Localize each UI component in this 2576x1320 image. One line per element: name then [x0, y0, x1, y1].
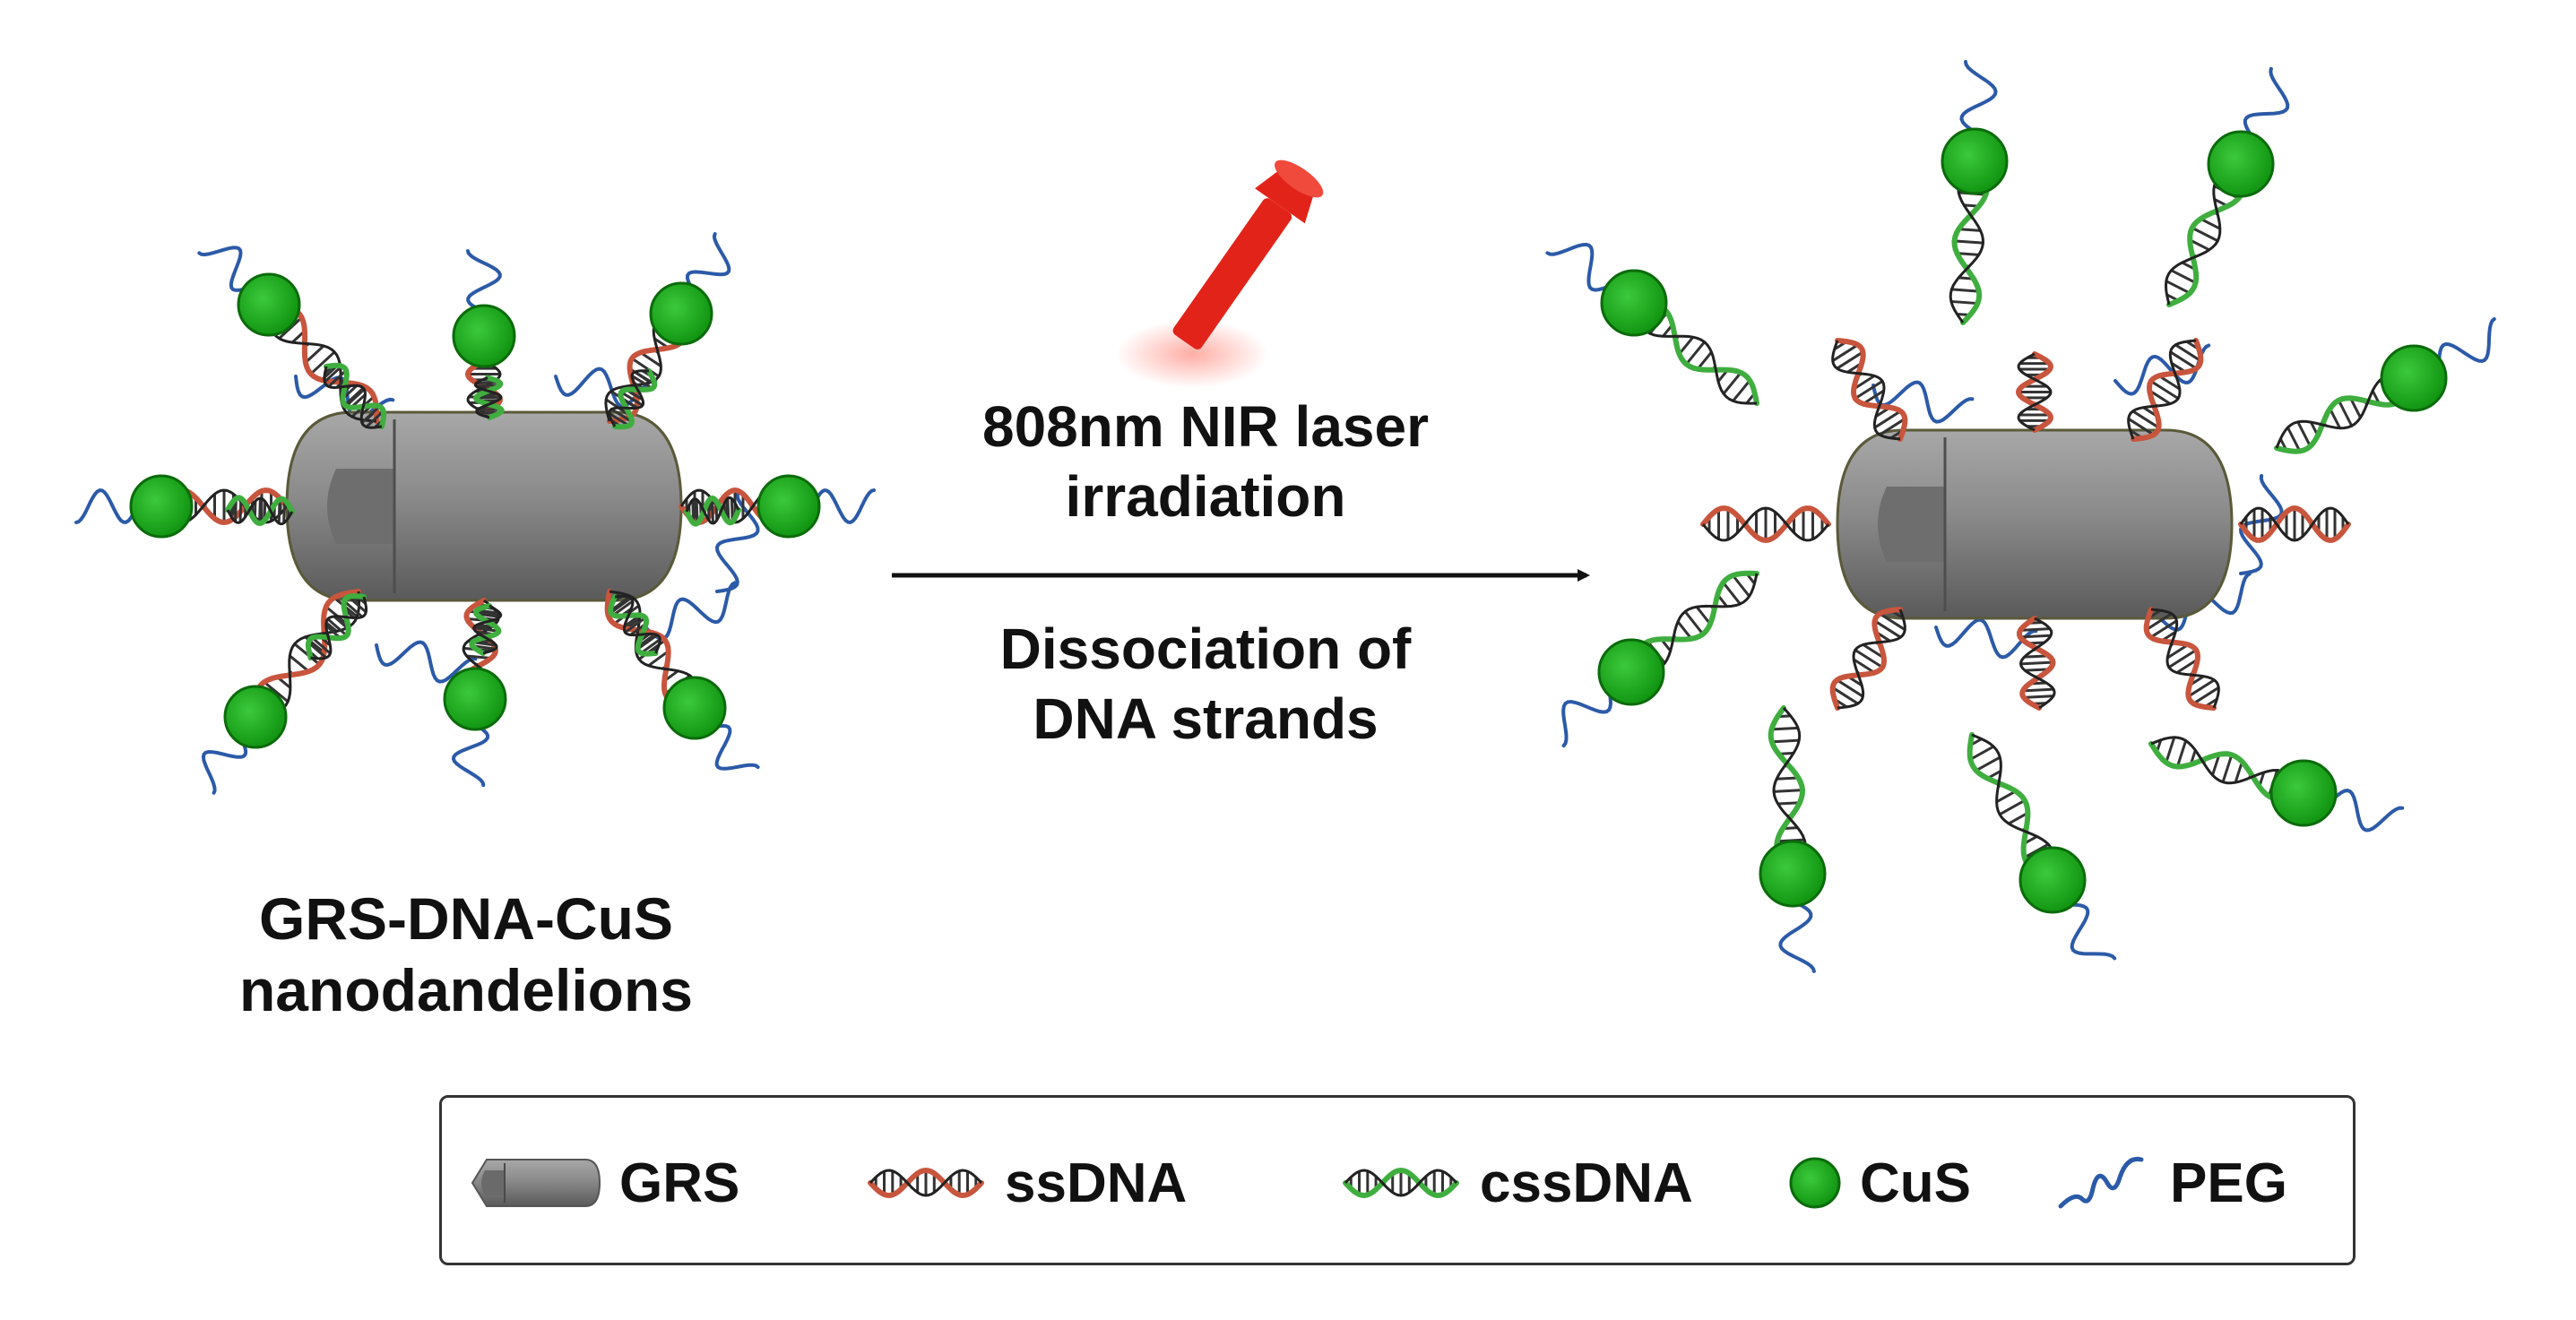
- laser-text: 808nm NIR laser irradiation: [928, 392, 1483, 531]
- ssdna-strand-right-4: [2238, 505, 2351, 543]
- laser-text-line2: irradiation: [1065, 464, 1346, 529]
- particle-label: GRS-DNA-CuS nanodandelions: [170, 883, 762, 1026]
- legend: GRS ssDNA cssDNA CuS PEG: [439, 1095, 2356, 1265]
- grs-rod-left: [285, 410, 683, 602]
- cus-particle-right-1: [1941, 127, 2009, 195]
- cus-particle-left-4: [756, 474, 821, 539]
- cssdna-icon: [1343, 1167, 1459, 1199]
- ssdna-icon: [868, 1167, 984, 1199]
- legend-item-ssdna: ssDNA: [863, 1098, 1187, 1268]
- cssdna-strand-left-7: [608, 594, 661, 657]
- cus-particle-left-1: [452, 304, 516, 368]
- cus-particle-right-6: [2018, 846, 2087, 914]
- cus-particle-right-2: [2207, 130, 2275, 198]
- cus-particle-left-2: [649, 281, 713, 346]
- ssdna-strand-right-6: [2017, 616, 2056, 711]
- cssdna-strand-left-6: [469, 603, 503, 656]
- laser-icon: [1116, 160, 1324, 388]
- peg-strand-right-inner-2: [1934, 617, 2038, 660]
- ssdna-strand-right-5: [1829, 607, 1906, 711]
- particle-label-line2: nanodandelions: [238, 957, 694, 1023]
- peg-strand-right-inner-0: [1871, 380, 1975, 424]
- legend-label-ssdna: ssDNA: [1005, 1152, 1188, 1214]
- cssdna-strand-left-2: [608, 368, 658, 430]
- ssdna-strand-right-7: [2143, 607, 2220, 711]
- peg-strand-left-inner-4: [714, 492, 760, 593]
- cus-particle-right-0: [1600, 269, 1668, 337]
- legend-item-grs: GRS: [469, 1098, 739, 1268]
- dissociated-particle-right: [1545, 60, 2496, 973]
- legend-label-cssdna: cssDNA: [1480, 1152, 1693, 1214]
- cus-particle-right-7: [2269, 759, 2338, 827]
- legend-label-cus: CuS: [1860, 1152, 1971, 1214]
- legend-item-cssdna: cssDNA: [1338, 1098, 1693, 1268]
- cus-particle-left-0: [237, 272, 301, 337]
- cssdna-icon-helix: [1343, 1167, 1459, 1199]
- cus-icon: [1789, 1157, 1841, 1209]
- peg-icon: [2058, 1156, 2144, 1209]
- cssdna-strand-left-5: [305, 593, 368, 660]
- cus-particle-right-3: [2380, 344, 2448, 412]
- dissociation-text-line2: DNA strands: [1033, 686, 1379, 751]
- laser-text-line1: 808nm NIR laser: [981, 394, 1430, 459]
- ssdna-strand-right-3: [1700, 505, 1831, 544]
- dissociation-text-line1: Dissociation of: [999, 617, 1412, 681]
- nanodandelion-left: [74, 232, 876, 795]
- legend-item-cus: CuS: [1786, 1098, 1971, 1268]
- cus-particle-left-3: [129, 474, 194, 539]
- cus-particle-right-4: [1597, 638, 1665, 706]
- legend-label-peg: PEG: [2170, 1152, 2287, 1214]
- cssdna-strand-left-0: [323, 362, 387, 429]
- particle-label-line1: GRS-DNA-CuS: [259, 885, 673, 952]
- ssdna-strand-right-0: [1831, 338, 1908, 442]
- cssdna-strand-left-4: [684, 495, 741, 527]
- legend-label-grs: GRS: [619, 1152, 740, 1214]
- dissociation-text: Dissociation of DNA strands: [928, 614, 1483, 754]
- cus-particle-left-7: [662, 676, 727, 740]
- ssdna-strand-right-1: [2015, 351, 2053, 433]
- legend-item-peg: PEG: [2055, 1098, 2287, 1268]
- peg-strand-right-inner-4: [2238, 474, 2284, 575]
- cus-particle-right-5: [1759, 840, 1827, 908]
- grs-rod-right: [1836, 428, 2234, 620]
- ssdna-strand-right-2: [2127, 338, 2204, 442]
- peg-strand-left-inner-2: [375, 640, 478, 684]
- cus-particle-left-6: [443, 667, 507, 731]
- cssdna-strand-left-3: [225, 495, 295, 527]
- ssdna-icon-helix: [868, 1167, 984, 1199]
- grs-icon: [471, 1159, 601, 1207]
- cssdna-strand-left-1: [472, 375, 505, 420]
- cus-particle-left-5: [223, 685, 288, 749]
